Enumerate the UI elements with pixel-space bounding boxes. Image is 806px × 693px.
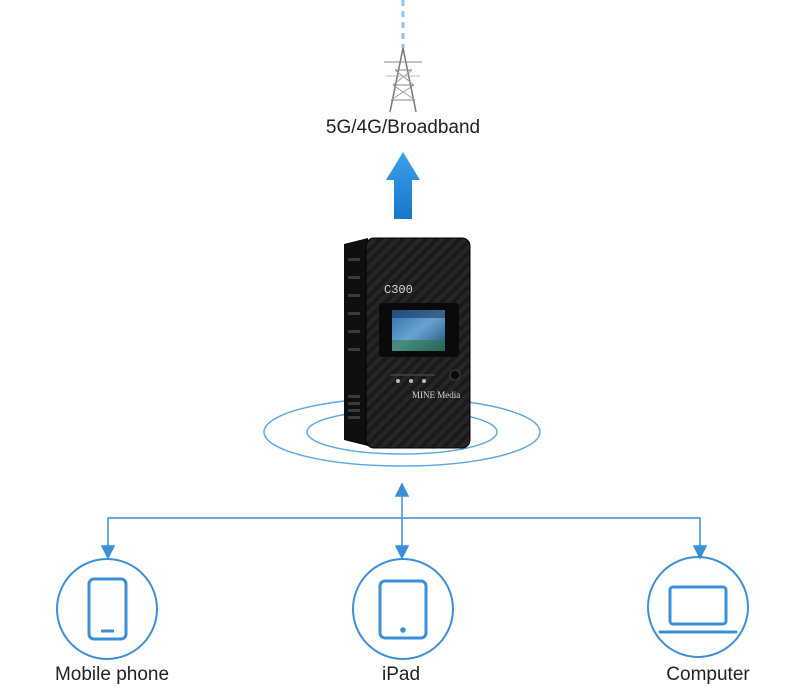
tablet-icon bbox=[352, 558, 454, 660]
client-label-mobile-phone: Mobile phone bbox=[54, 664, 170, 685]
uplink-arrow bbox=[386, 152, 420, 219]
mobile-phone-icon bbox=[56, 558, 158, 660]
device-model-label: C300 bbox=[384, 283, 413, 297]
uplink-label: 5G/4G/Broadband bbox=[325, 117, 481, 138]
client-label-ipad: iPad bbox=[381, 664, 421, 685]
device-brand-label: MINE Media bbox=[412, 390, 460, 400]
client-label-computer: Computer bbox=[666, 664, 750, 685]
connection-lines bbox=[100, 482, 708, 560]
cell-tower-icon bbox=[384, 0, 422, 113]
c300-device: C300 MINE Media bbox=[344, 237, 471, 449]
laptop-icon bbox=[647, 556, 749, 658]
